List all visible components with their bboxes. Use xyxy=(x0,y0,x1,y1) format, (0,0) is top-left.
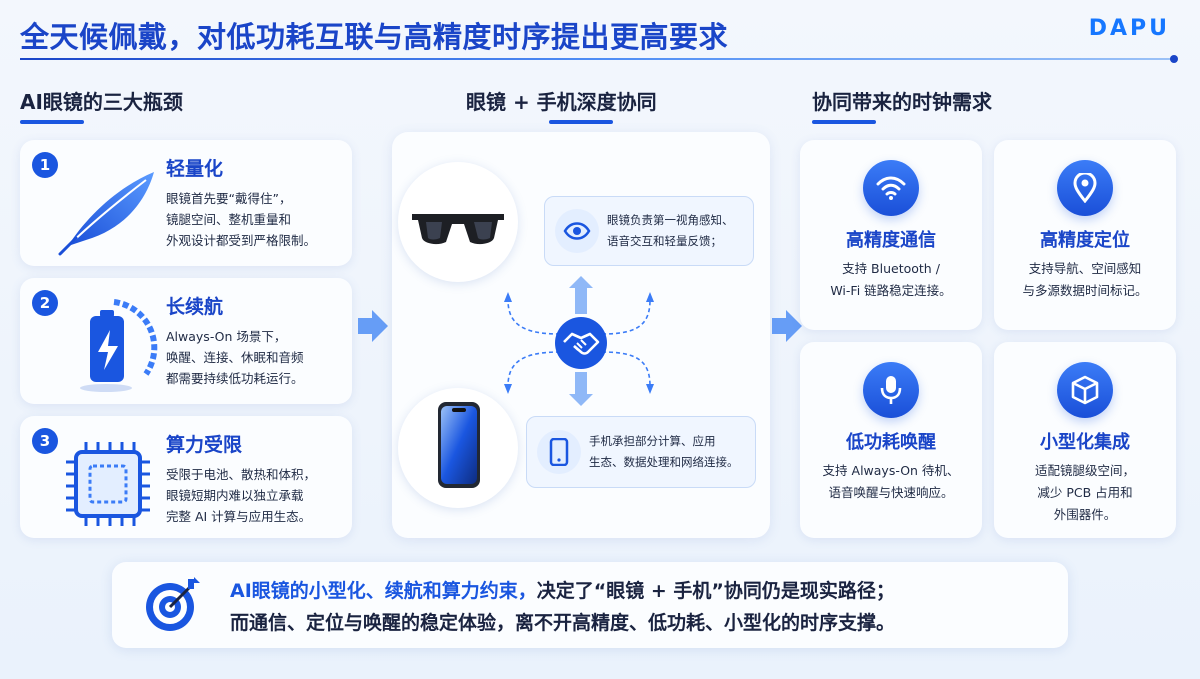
header-divider-dot xyxy=(1170,55,1178,63)
requirement-card-integration: 小型化集成 适配镜腿级空间， 减少 PCB 占用和 外围器件。 xyxy=(994,342,1176,538)
cube-icon xyxy=(1057,362,1113,418)
smartphone-icon xyxy=(438,402,480,488)
requirement-title: 高精度通信 xyxy=(846,230,936,251)
bottleneck-title: 算力受限 xyxy=(166,434,243,456)
step-number-badge: 3 xyxy=(32,428,58,454)
target-icon xyxy=(146,577,200,631)
description-line: 唤醒、连接、休眠和音频 xyxy=(166,350,304,365)
role-line: 语音交互和轻量反馈； xyxy=(607,234,722,248)
bottleneck-title: 长续航 xyxy=(166,296,224,318)
description-line: Wi-Fi 链路稳定连接。 xyxy=(830,283,952,298)
handshake-icon xyxy=(563,332,600,355)
requirement-description: 适配镜腿级空间， 减少 PCB 占用和 外围器件。 xyxy=(994,460,1176,526)
right-section-heading: 协同带来的时钟需求 xyxy=(812,90,992,114)
description-line: 眼镜短期内难以独立承载 xyxy=(166,488,304,503)
logo: DAPU xyxy=(1088,16,1170,41)
requirement-card-communication: 高精度通信 支持 Bluetooth / Wi-Fi 链路稳定连接。 xyxy=(800,140,982,330)
middle-section-heading: 眼镜 + 手机深度协同 xyxy=(466,90,657,114)
role-line: 生态、数据处理和网络连接。 xyxy=(589,455,739,469)
glasses-role-card: 眼镜负责第一视角感知、 语音交互和轻量反馈； xyxy=(544,196,754,266)
middle-section-underline xyxy=(549,120,613,124)
bottleneck-card-compute: 3 算力受限 受限于电池、散热和体积， 眼镜短期内难以独立承载 完整 AI 计算… xyxy=(20,416,352,538)
requirement-title: 高精度定位 xyxy=(1040,230,1130,251)
wifi-icon xyxy=(863,160,919,216)
description-line: 受限于电池、散热和体积， xyxy=(166,467,317,482)
phone-icon xyxy=(537,430,581,474)
feather-icon xyxy=(58,172,154,256)
header: 全天候佩戴，对低功耗互联与高精度时序提出更高要求 DAPU xyxy=(0,0,1200,64)
step-number-badge: 2 xyxy=(32,290,58,316)
eye-icon xyxy=(555,209,599,253)
description-line: 镜腿空间、整机重量和 xyxy=(166,212,292,227)
summary-text: 决定了“眼镜 + 手机”协同仍是现实路径； xyxy=(536,580,895,602)
bottleneck-card-lightweight: 1 轻量化 眼镜首先要“戴得住”， 镜腿空间、整机重量和 外观设计都受到严格限制… xyxy=(20,140,352,266)
role-line: 手机承担部分计算、应用 xyxy=(589,434,716,448)
summary-highlight: AI眼镜的小型化、续航和算力约束， xyxy=(230,580,537,602)
description-line: 减少 PCB 占用和 xyxy=(1037,485,1133,500)
location-pin-icon xyxy=(1057,160,1113,216)
phone-role-text: 手机承担部分计算、应用 生态、数据处理和网络连接。 xyxy=(589,431,739,473)
left-section-heading: AI眼镜的三大瓶颈 xyxy=(20,90,183,114)
summary-line-1: AI眼镜的小型化、续航和算力约束，决定了“眼镜 + 手机”协同仍是现实路径； xyxy=(230,576,895,603)
requirement-card-wakeup: 低功耗唤醒 支持 Always-On 待机、 语音唤醒与快速响应。 xyxy=(800,342,982,538)
description-line: Always-On 场景下， xyxy=(166,329,287,344)
requirement-card-positioning: 高精度定位 支持导航、空间感知 与多源数据时间标记。 xyxy=(994,140,1176,330)
description-line: 支持导航、空间感知 xyxy=(1028,261,1142,276)
glasses-role-text: 眼镜负责第一视角感知、 语音交互和轻量反馈； xyxy=(607,210,734,252)
bottleneck-description: 眼镜首先要“戴得住”， 镜腿空间、整机重量和 外观设计都受到严格限制。 xyxy=(166,188,356,251)
collaboration-connector xyxy=(504,276,654,406)
description-line: 完整 AI 计算与应用生态。 xyxy=(166,509,312,524)
page-title: 全天候佩戴，对低功耗互联与高精度时序提出更高要求 xyxy=(20,20,729,54)
description-line: 支持 Bluetooth / xyxy=(842,261,940,276)
collaboration-panel: 眼镜负责第一视角感知、 语音交互和轻量反馈； 手机承担部分计算、应用 生态、数据… xyxy=(392,132,770,538)
summary-banner: AI眼镜的小型化、续航和算力约束，决定了“眼镜 + 手机”协同仍是现实路径； 而… xyxy=(112,562,1068,648)
description-line: 适配镜腿级空间， xyxy=(1034,463,1135,478)
description-line: 都需要持续低功耗运行。 xyxy=(166,371,304,386)
phone-device xyxy=(398,388,518,508)
battery-icon xyxy=(80,299,158,392)
left-section-underline xyxy=(20,120,84,124)
description-line: 外观设计都受到严格限制。 xyxy=(166,233,317,248)
description-line: 与多源数据时间标记。 xyxy=(1022,283,1148,298)
glasses-device xyxy=(398,162,518,282)
description-line: 眼镜首先要“戴得住”， xyxy=(166,191,292,206)
step-number-badge: 1 xyxy=(32,152,58,178)
requirement-description: 支持 Always-On 待机、 语音唤醒与快速响应。 xyxy=(800,460,982,504)
bottleneck-card-battery: 2 长续航 Always-On 场景下， 唤醒、连接、休眠和音频 都需要持续低功… xyxy=(20,278,352,404)
glasses-icon xyxy=(412,214,504,245)
role-line: 眼镜负责第一视角感知、 xyxy=(607,213,734,227)
summary-line-2: 而通信、定位与唤醒的稳定体验，离不开高精度、低功耗、小型化的时序支撑。 xyxy=(230,612,896,634)
requirement-title: 低功耗唤醒 xyxy=(846,432,936,453)
header-divider xyxy=(20,58,1174,60)
requirement-title: 小型化集成 xyxy=(1040,432,1130,453)
microphone-icon xyxy=(863,362,919,418)
phone-role-card: 手机承担部分计算、应用 生态、数据处理和网络连接。 xyxy=(526,416,756,488)
description-line: 支持 Always-On 待机、 xyxy=(822,463,960,478)
bottleneck-description: Always-On 场景下， 唤醒、连接、休眠和音频 都需要持续低功耗运行。 xyxy=(166,326,356,389)
requirement-description: 支持导航、空间感知 与多源数据时间标记。 xyxy=(994,258,1176,302)
chip-icon xyxy=(66,442,150,526)
flow-arrow-right-icon xyxy=(772,310,802,342)
description-line: 语音唤醒与快速响应。 xyxy=(828,485,954,500)
description-line: 外围器件。 xyxy=(1053,507,1117,522)
right-section-underline xyxy=(812,120,876,124)
bottleneck-title: 轻量化 xyxy=(166,158,224,180)
flow-arrow-right-icon xyxy=(358,310,388,342)
bottleneck-description: 受限于电池、散热和体积， 眼镜短期内难以独立承载 完整 AI 计算与应用生态。 xyxy=(166,464,356,527)
requirement-description: 支持 Bluetooth / Wi-Fi 链路稳定连接。 xyxy=(800,258,982,302)
